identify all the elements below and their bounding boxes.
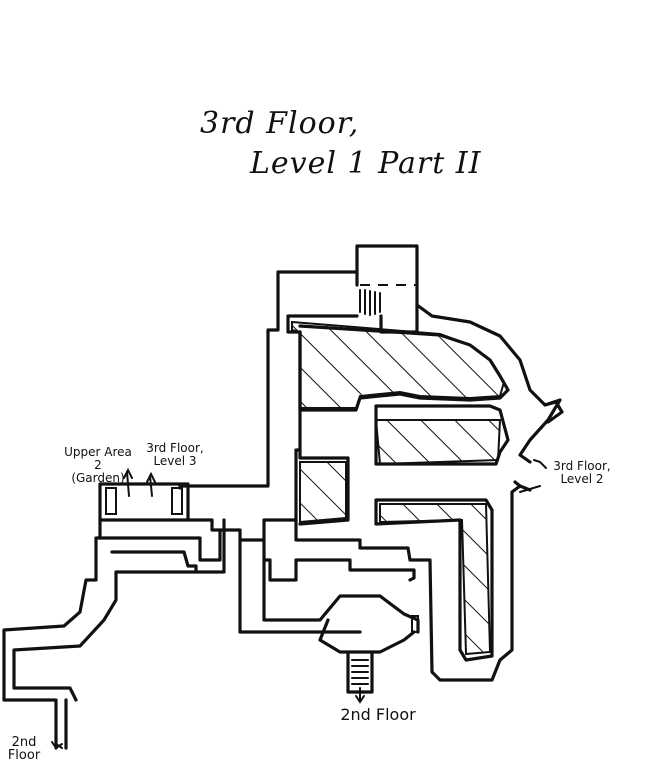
label-third-floor-level2: 3rd Floor, Level 2 (546, 460, 618, 486)
label-second-floor-left-line1: 2nd (11, 735, 37, 750)
top-room (355, 244, 419, 334)
left-corridor (2, 518, 420, 750)
label-third-floor-level2-line1: 3rd Floor, (553, 459, 611, 473)
label-upper-area-line1: Upper Area 2 (64, 445, 132, 472)
exit-arrows (51, 459, 547, 750)
stairs-top (359, 289, 381, 316)
map-title-line2: Level 1 Part II (250, 146, 482, 181)
label-third-floor-level3: 3rd Floor, Level 3 (140, 442, 210, 468)
label-upper-area: Upper Area 2 (Garden) (62, 446, 134, 485)
label-second-floor-bottom: 2nd Floor (340, 705, 416, 724)
label-third-floor-level3-line1: 3rd Floor, (146, 441, 204, 455)
label-third-floor-level3-line2: Level 3 (153, 454, 197, 468)
label-second-floor-left-line2: Floor (7, 748, 41, 763)
label-upper-area-line2: (Garden) (71, 471, 125, 485)
label-third-floor-level2-line2: Level 2 (560, 472, 604, 486)
label-second-floor-left: 2nd Floor (0, 736, 48, 762)
rock-areas (291, 320, 506, 656)
stairs-bottom (346, 650, 374, 704)
garden-room (98, 467, 190, 522)
map-title-line1: 3rd Floor, (200, 106, 360, 141)
